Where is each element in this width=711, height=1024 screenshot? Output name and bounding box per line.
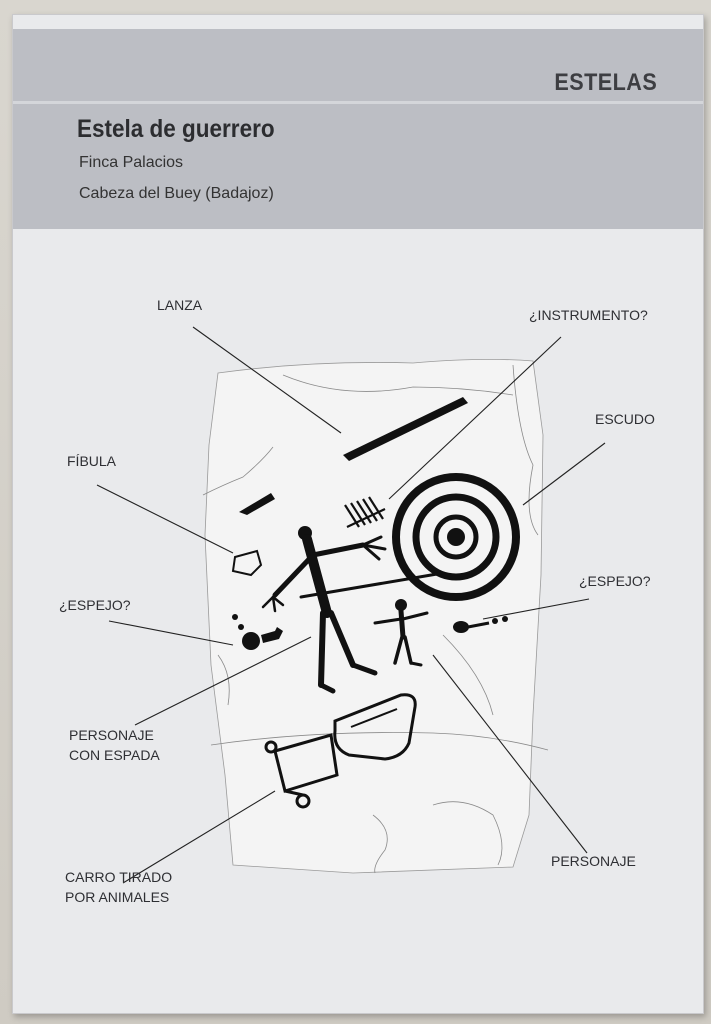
label-escudo: ESCUDO [595,409,655,429]
label-carro-line2: POR ANIMALES [65,887,172,907]
information-sign: ESTELAS Estela de guerrero Finca Palacio… [12,14,704,1014]
label-instrumento: ¿INSTRUMENTO? [529,305,648,325]
label-espejo-right: ¿ESPEJO? [579,571,651,591]
stone-slab [205,359,543,873]
label-personaje: PERSONAJE [551,851,636,871]
label-personaje-espada: PERSONAJE CON ESPADA [69,725,160,765]
label-carro: CARRO TIRADO POR ANIMALES [65,867,172,907]
label-espejo-left: ¿ESPEJO? [59,595,131,615]
label-carro-line1: CARRO TIRADO [65,867,172,887]
label-personaje-espada-line2: CON ESPADA [69,745,160,765]
label-lanza: LANZA [157,295,202,315]
label-fibula: FÍBULA [67,451,116,471]
label-personaje-espada-line1: PERSONAJE [69,725,160,745]
